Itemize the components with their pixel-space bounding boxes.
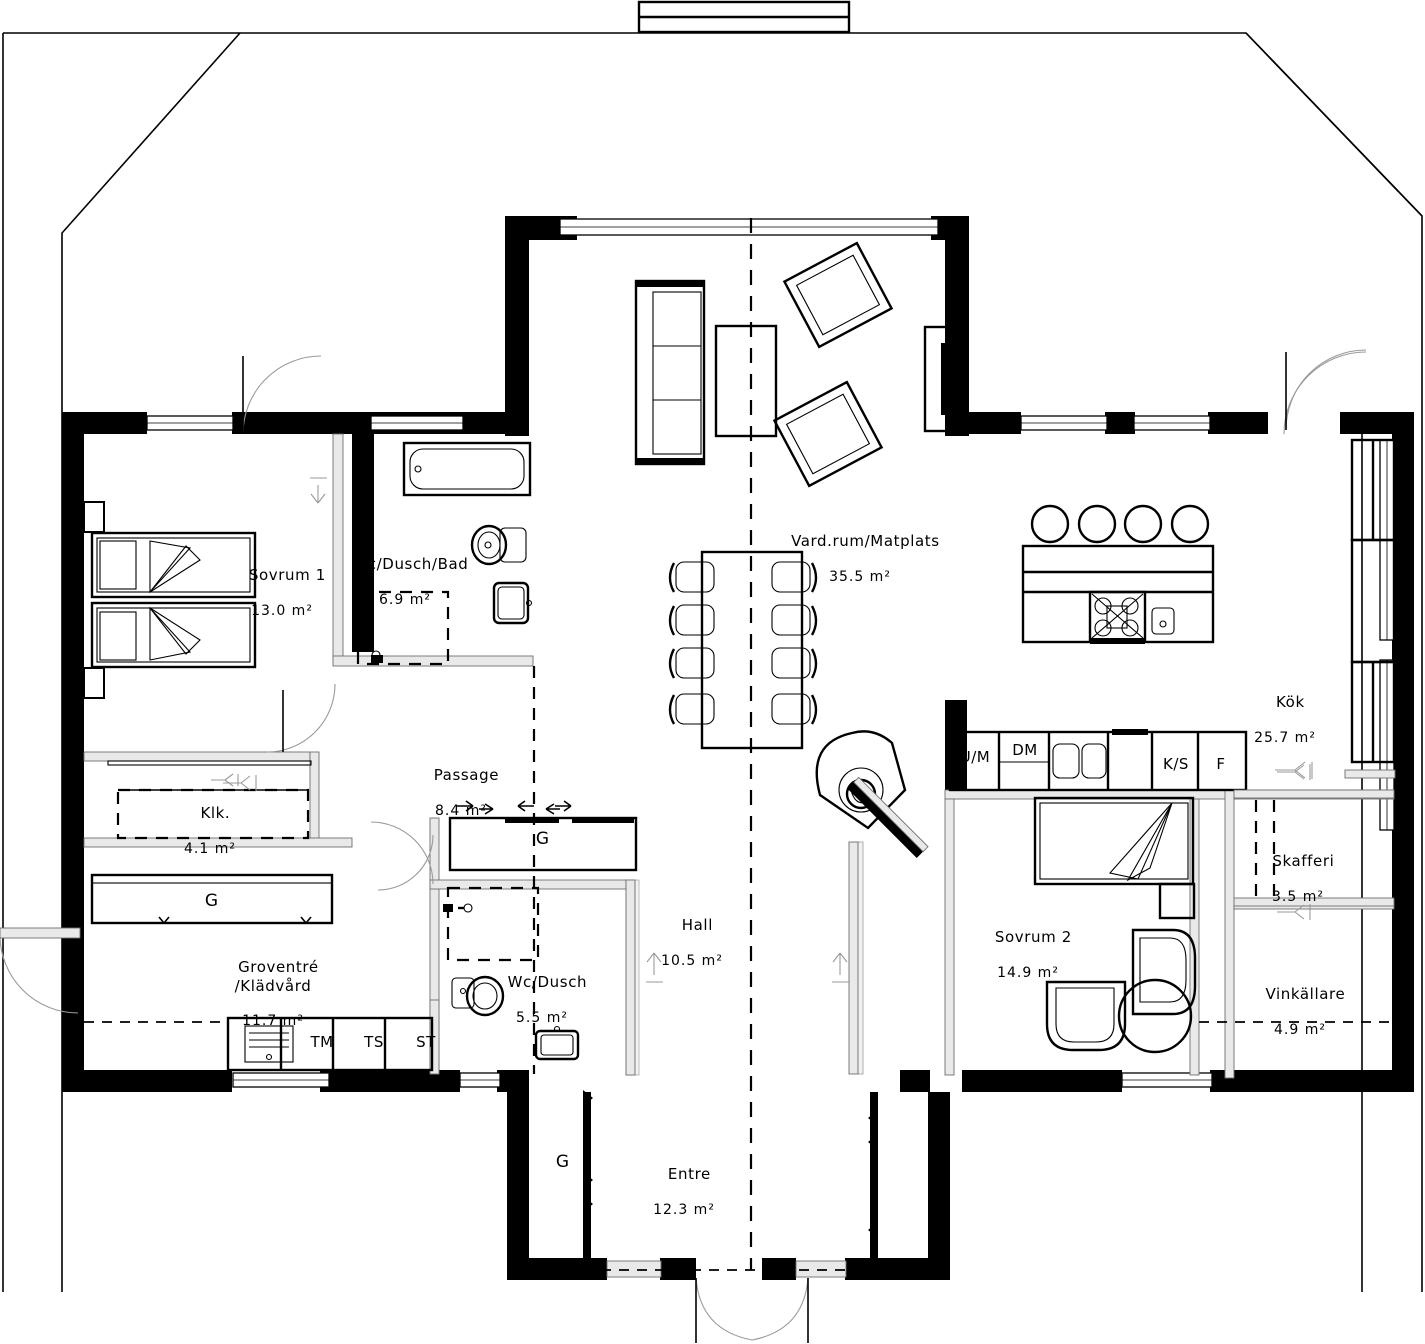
appliance-label-ks: K/S [1163,755,1189,773]
room-area: 14.9 m² [997,964,1059,981]
entre-closets [583,1090,878,1274]
room-label-wc-dusch-bad: Wc/Dusch/Bad 6.9 m² [340,537,470,627]
room-label-vinkallare: Vinkällare 4.9 m² [1240,967,1360,1057]
kitchen-counter [948,729,1248,792]
closet-groventre-G [90,873,334,925]
room-name: Vinkällare [1265,985,1346,1004]
room-area: 8.4 m² [435,802,487,819]
room-area: 4.1 m² [184,840,236,857]
room-area: 35.5 m² [829,568,891,585]
room-label-klk: Klk. 4.1 m² [150,786,270,876]
center-axis [84,218,1392,1271]
room-name: Vard.rum/Matplats [791,532,940,551]
armchair-group-sovrum2 [1045,928,1197,1054]
pantry-shelves [1233,764,1395,920]
appliance-label-ts: TS [364,1033,384,1051]
room-label-vardrum-matplats: Vard.rum/Matplats 35.5 m² [770,514,950,604]
fireplace [815,730,929,1075]
room-name: Wc/Dusch [507,973,588,992]
room-name: Wc/Dusch/Bad [352,555,469,574]
room-name: Sovrum 2 [994,928,1072,947]
room-area: 11.7 m² [242,1013,304,1030]
room-name: Hall [681,916,713,935]
room-label-passage: Passage 8.4 m² [396,748,526,838]
doors [0,349,1367,1343]
direction-arrows [223,477,849,983]
room-name: Passage [433,766,500,785]
room-name: Klk. [200,804,231,823]
thin-partitions [625,879,640,1076]
room-area: 10.5 m² [661,952,723,969]
dining-chair [668,561,715,725]
kitchen-island [1021,504,1215,644]
room-area: 12.3 m² [653,1201,715,1218]
room-area: 6.9 m² [379,591,431,608]
dining-table-group [668,550,818,750]
room-label-sovrum2: Sovrum 2 14.9 m² [968,910,1088,1000]
room-area: 5.5 m² [516,1009,568,1026]
room-label-sovrum1: Sovrum 1 13.0 m² [222,548,342,638]
room-name: Skafferi [1272,852,1335,871]
room-area: 13.0 m² [251,602,313,619]
bathroom-fixtures-small [443,886,580,1061]
living-room-furniture [634,241,965,488]
closet-klk [107,760,312,840]
room-name: Entre [667,1165,711,1184]
room-label-groventre-kladvard: Groventré /Klädvård 11.7 m² [208,940,338,1049]
armchair [772,380,884,488]
room-name: Sovrum 1 [248,566,326,585]
bed-group-sovrum2 [1033,796,1196,920]
room-label-hall: Hall 10.5 m² [632,898,752,988]
appliance-label-f: F [1216,755,1226,773]
room-name: Kök [1275,693,1305,712]
closet-label-passage: G [535,829,551,849]
appliance-label-dm: DM [1012,741,1038,759]
laundry-bench [226,1016,434,1072]
room-area: 25.7 m² [1254,729,1316,746]
room-area: 3.5 m² [1272,888,1324,905]
appliance-label-st: ST [416,1033,436,1051]
room-label-entre: Entre 12.3 m² [624,1147,744,1237]
room-area: 4.9 m² [1274,1021,1326,1038]
dining-chair [771,561,818,725]
room-label-skafferi: Skafferi 3.5 m² [1238,834,1358,924]
right-wall-cabinets [1344,438,1396,779]
appliance-label-tm: TM [310,1033,334,1051]
roof-outline [2,32,1423,1292]
bathroom-fixtures-main [356,441,533,666]
bed-group-sovrum1 [83,501,257,699]
windows [146,218,1395,1278]
closet-label-entre-right: G [927,1152,943,1172]
room-label-kok: Kök 25.7 m² [1215,675,1355,765]
room-label-wc-dusch: Wc/Dusch 5.5 m² [482,955,602,1045]
closet-label-groventre: G [204,891,220,911]
closet-passage-G [448,800,638,872]
armchair [782,241,894,349]
room-name: Groventré /Klädvård [234,958,319,995]
closet-label-entre-left: G [555,1152,571,1172]
chimney [637,0,851,34]
appliance-label-um: U/M [959,748,991,766]
